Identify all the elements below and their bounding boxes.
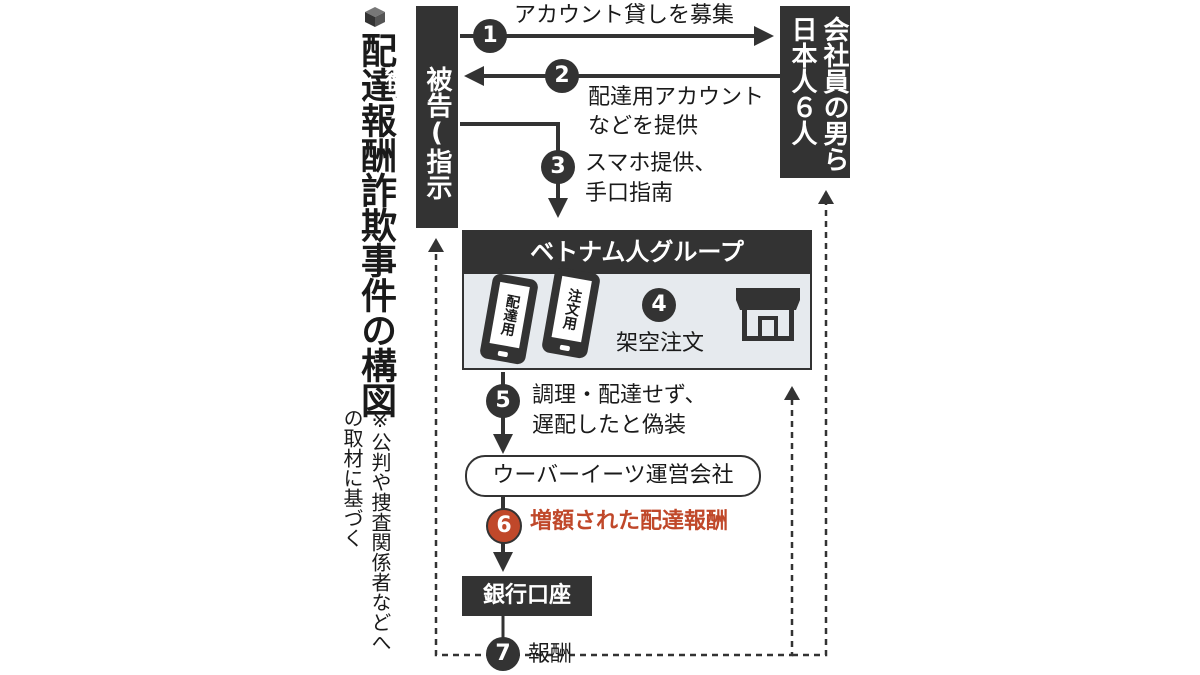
defendant-box: 被告(指示役) bbox=[380, 6, 458, 228]
bank-account-box: 銀行口座 bbox=[462, 576, 592, 616]
step-7-badge: 7 bbox=[486, 637, 520, 671]
reward-line-defendant bbox=[434, 240, 503, 657]
step-3-badge: 3 bbox=[541, 150, 575, 184]
step-1-label: アカウント貸しを募集 bbox=[514, 3, 735, 28]
source-note: ※公判や捜査関係者などへの取材に基づく bbox=[340, 408, 392, 652]
arrow-3 bbox=[460, 122, 568, 218]
step-6-label: 増額された配達報酬 bbox=[530, 509, 729, 534]
diagram-title: 配達報酬詐欺事件の構図 bbox=[355, 32, 396, 417]
step-3-label-line1: スマホ提供、 bbox=[585, 151, 717, 176]
ubereats-box: ウーバーイーツ運営会社 bbox=[465, 455, 761, 497]
reward-line-men bbox=[792, 192, 828, 657]
group-header: ベトナム人グループ bbox=[462, 230, 812, 274]
cube-icon bbox=[364, 6, 386, 28]
men-box: 会社員の男ら日本人６人 bbox=[780, 6, 850, 178]
step-2-label-line1: 配達用アカウント bbox=[588, 85, 765, 110]
step-4-label: 架空注文 bbox=[616, 331, 705, 356]
step-6-badge: 6 bbox=[486, 508, 522, 544]
step-5-label-line2: 遅配したと偽装 bbox=[532, 413, 687, 438]
order-phone-label: 注文用 bbox=[551, 275, 592, 343]
shop-icon bbox=[734, 286, 802, 342]
delivery-phone-label: 配達用 bbox=[489, 281, 530, 349]
step-7-label: 報酬 bbox=[528, 642, 573, 667]
step-5-label-line1: 調理・配達せず、 bbox=[532, 383, 707, 408]
step-2-label-line2: などを提供 bbox=[588, 114, 699, 139]
step-3-label-line2: 手口指南 bbox=[585, 181, 674, 206]
step-1-badge: 1 bbox=[473, 19, 507, 53]
step-2-badge: 2 bbox=[545, 59, 579, 93]
step-5-badge: 5 bbox=[486, 384, 520, 418]
step-4-badge: 4 bbox=[642, 288, 676, 322]
